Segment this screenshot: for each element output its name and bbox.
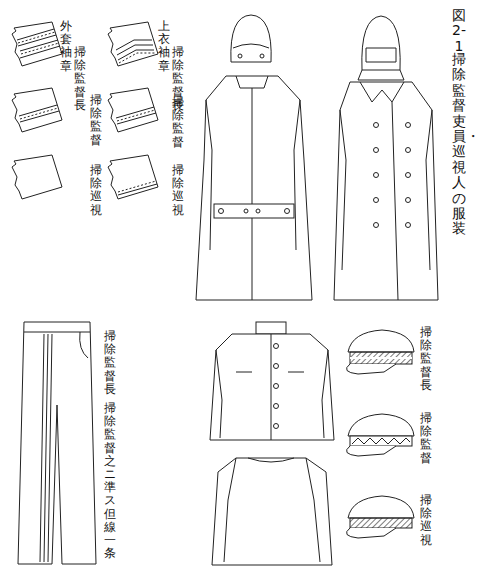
part-label: 上衣袖章 <box>158 20 170 73</box>
part-label: 掃除監督長 <box>104 330 116 396</box>
part-label: 掃除監督 <box>420 412 432 465</box>
cap <box>346 414 414 456</box>
figure-number: 図2-1 <box>452 8 466 54</box>
jacket-back <box>212 458 332 565</box>
sleeve-badge <box>12 22 62 66</box>
part-label: 掃除監督長 <box>420 326 432 392</box>
sleeve-badge <box>108 22 158 66</box>
sleeve-badge <box>108 88 158 132</box>
cap <box>346 330 414 374</box>
sleeve-badge <box>12 88 62 132</box>
trousers <box>18 322 96 564</box>
part-label: 掃除監督 <box>90 94 102 147</box>
figure-title: 掃除監督吏員・巡視人の服装 <box>452 52 466 237</box>
part-label: 外套袖章 <box>60 20 72 73</box>
sleeve-badge <box>108 155 158 199</box>
sleeve-badge <box>12 155 62 199</box>
part-label: 掃除巡視 <box>90 164 102 217</box>
cap <box>346 496 414 538</box>
part-label: 掃除監督長 <box>74 46 86 112</box>
part-label: 掃除監督 <box>172 96 184 149</box>
part-label: 掃除巡視 <box>420 494 432 547</box>
part-label: 掃除巡視 <box>172 164 184 217</box>
overcoat-front <box>334 16 438 300</box>
overcoat-back <box>196 15 312 300</box>
jacket-front <box>210 322 334 440</box>
part-label: 掃除監督之ニ準ス但線一条 <box>104 402 116 560</box>
